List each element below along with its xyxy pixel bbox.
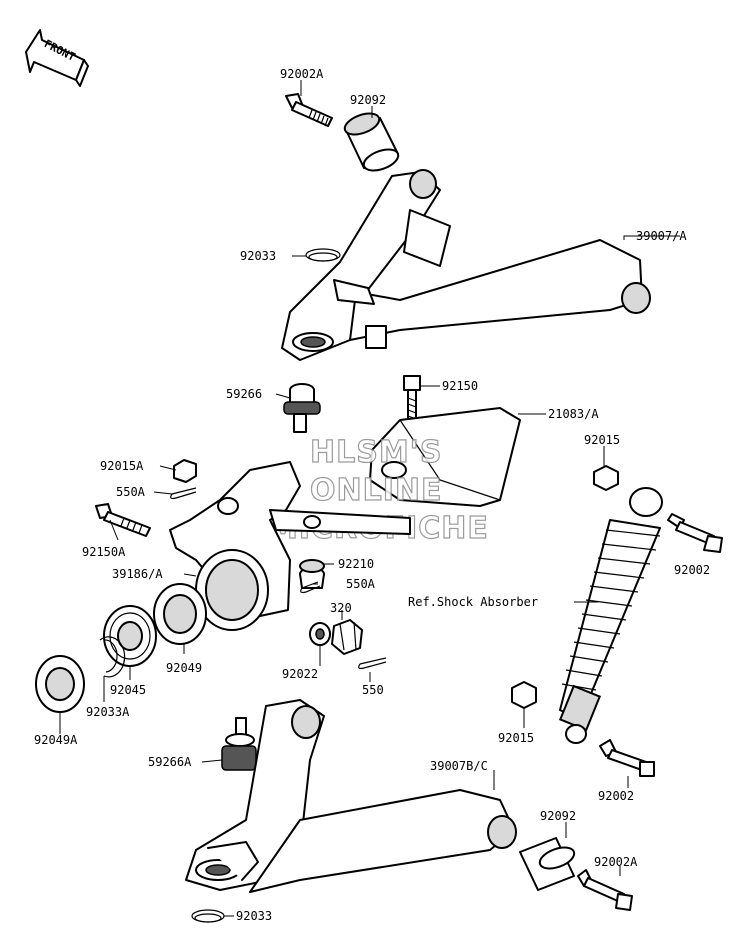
- label-92002-lower: 92002: [598, 789, 634, 803]
- label-shock-absorber: Ref.Shock Absorber: [408, 595, 538, 609]
- knuckle-bolt: [95, 503, 151, 537]
- lower-a-arm: [185, 699, 517, 893]
- label-21083a: 21083/A: [548, 407, 599, 421]
- label-92022: 92022: [282, 667, 318, 681]
- upper-a-arm: [281, 169, 651, 361]
- part-labels: 92002A 92092 39007/A 92033 59266 92150 2…: [34, 67, 710, 923]
- shock-bracket: [369, 407, 521, 507]
- label-59266a: 59266A: [148, 755, 192, 769]
- label-92002-upper: 92002: [674, 563, 710, 577]
- cotter-pin: [358, 657, 387, 670]
- label-550a-right: 550A: [346, 577, 376, 591]
- knuckle-nut: [173, 459, 197, 483]
- upper-ball-joint: [283, 383, 321, 433]
- knuckle-cotter-pin-right: [300, 581, 321, 594]
- label-92033-lower: 92033: [236, 909, 272, 923]
- lower-ball-joint: [221, 717, 257, 771]
- label-92015-lower: 92015: [498, 731, 534, 745]
- leader-lines: [59, 80, 680, 917]
- castle-nut: [331, 619, 363, 655]
- knuckle-circlip: [99, 636, 126, 678]
- washer: [309, 622, 331, 646]
- label-92092-lower: 92092: [540, 809, 576, 823]
- label-550: 550: [362, 683, 384, 697]
- label-92049a: 92049A: [34, 733, 78, 747]
- shock-upper-nut: [593, 465, 619, 491]
- label-92033a: 92033A: [86, 705, 130, 719]
- label-92002a-upper: 92002A: [280, 67, 324, 81]
- lower-circlip: [191, 909, 225, 923]
- watermark-line-1: HLSM'S: [310, 435, 442, 470]
- label-92045: 92045: [110, 683, 146, 697]
- label-320: 320: [330, 601, 352, 615]
- label-39007a: 39007/A: [636, 229, 687, 243]
- label-550a-left: 550A: [116, 485, 146, 499]
- front-arrow-icon: FRONT: [25, 29, 89, 87]
- upper-bolt: [285, 93, 333, 127]
- shock-absorber: [558, 487, 663, 744]
- label-92049: 92049: [166, 661, 202, 675]
- label-39186a: 39186/A: [112, 567, 163, 581]
- label-92210: 92210: [338, 557, 374, 571]
- label-92015-upper: 92015: [584, 433, 620, 447]
- outer-bearing: [35, 655, 85, 713]
- label-92150a: 92150A: [82, 545, 126, 559]
- shock-lower-nut: [511, 681, 537, 709]
- label-92033-upper: 92033: [240, 249, 276, 263]
- lower-bolt: [577, 869, 633, 911]
- label-92015a: 92015A: [100, 459, 144, 473]
- label-59266: 59266: [226, 387, 262, 401]
- steering-knuckle: [169, 461, 411, 631]
- knuckle-cotter-pin-left: [170, 487, 197, 500]
- bearing-ring: [103, 605, 157, 667]
- label-92150: 92150: [442, 379, 478, 393]
- upper-circlip: [305, 248, 341, 262]
- inner-bearing: [153, 583, 207, 645]
- upper-bushing: [343, 112, 400, 172]
- label-39007bc: 39007B/C: [430, 759, 488, 773]
- label-92092-upper: 92092: [350, 93, 386, 107]
- lower-bushing: [519, 837, 576, 891]
- shock-upper-bolt: [667, 513, 723, 553]
- watermark-line-2: ONLINE: [310, 473, 443, 508]
- label-92002a-lower: 92002A: [594, 855, 638, 869]
- shock-lower-bolt: [599, 739, 655, 777]
